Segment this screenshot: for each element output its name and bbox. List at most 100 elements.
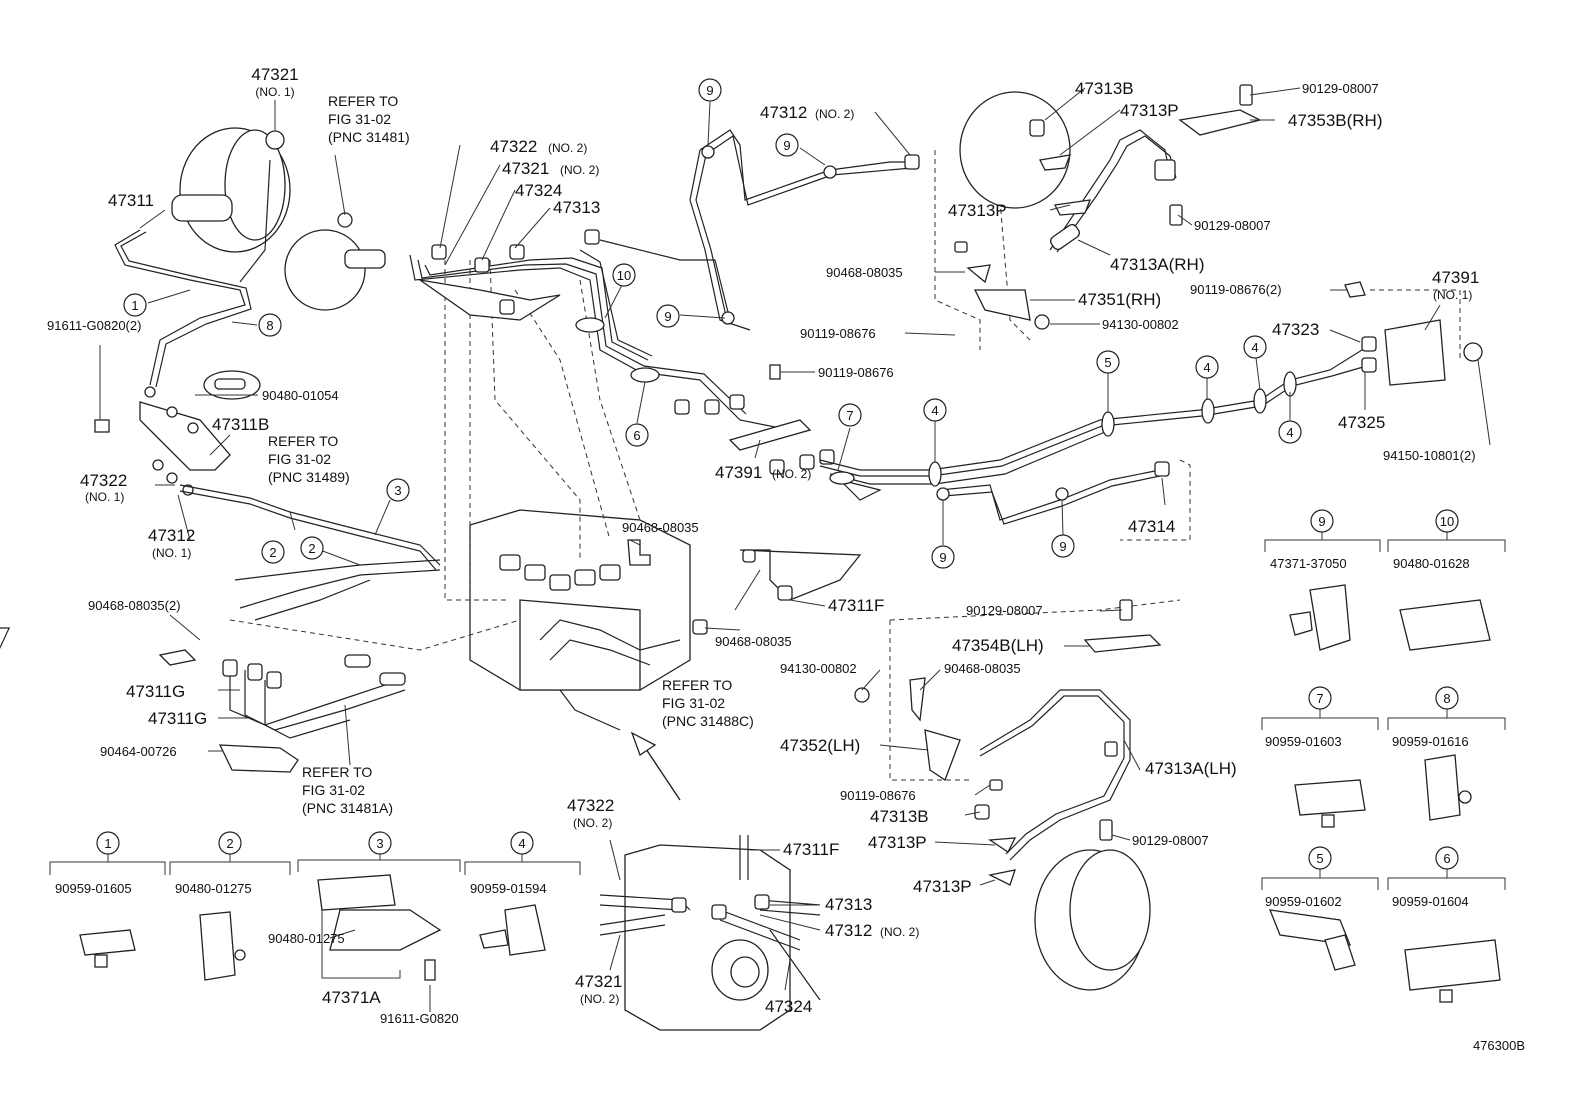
label-47312-no2: 47312 (760, 103, 807, 122)
main-rear-tubes (819, 336, 1377, 525)
brake-booster-assembly (171, 127, 386, 311)
label-47313a-lh: 47313A(LH) (1145, 759, 1237, 778)
tube-47312-no1 (179, 484, 441, 621)
label-47324: 47324 (515, 181, 562, 200)
svg-text:90959-01602: 90959-01602 (1265, 894, 1342, 909)
svg-text:10: 10 (617, 268, 631, 283)
label-47312-no1: 47312 (148, 526, 195, 545)
label-47311g-a: 47311G (126, 682, 185, 701)
refer-31481-line1: REFER TO (328, 93, 398, 109)
callout-6: 6 (625, 423, 649, 447)
svg-text:90959-01603: 90959-01603 (1265, 734, 1342, 749)
abs-actuator-assembly (469, 509, 691, 731)
svg-text:9: 9 (939, 550, 946, 565)
label-47322-no2: 47322 (490, 137, 537, 156)
label-90129-08007-d: 90129-08007 (1132, 833, 1209, 848)
part-labels: 47321 (NO. 1) REFER TO FIG 31-02 (PNC 31… (47, 65, 1525, 1053)
label-90480-01275-inset3: 90480-01275 (268, 931, 345, 946)
inset-header-3: 3 (368, 831, 392, 855)
label-90464-00726: 90464-00726 (100, 744, 177, 759)
inset-header-7: 7 90959-01603 (1265, 686, 1342, 749)
svg-text:5: 5 (1104, 355, 1111, 370)
refer-31488c-line2: FIG 31-02 (662, 695, 725, 711)
label-47322-no1: 47322 (80, 471, 127, 490)
tube-47311g (0, 627, 406, 739)
svg-text:8: 8 (1443, 691, 1450, 706)
label-90119-08676-c: 90119-08676 (840, 788, 916, 803)
refer-31488c-line1: REFER TO (662, 677, 732, 693)
svg-text:1: 1 (104, 836, 111, 851)
refer-31481a-line2: FIG 31-02 (302, 782, 365, 798)
dashed-guides-right (889, 150, 1461, 781)
label-47311: 47311 (108, 191, 154, 210)
label-47313p-lh2: 47313P (913, 877, 972, 896)
callout-8: 8 (258, 313, 282, 337)
label-47351-rh: 47351(RH) (1078, 290, 1161, 309)
svg-text:10: 10 (1440, 514, 1454, 529)
svg-text:5: 5 (1316, 851, 1323, 866)
rh-brake-drum (959, 84, 1262, 253)
label-abs-47313: 47313 (825, 895, 872, 914)
refer-31481a-line1: REFER TO (302, 764, 372, 780)
label-47313p-rh2: 47313P (948, 201, 1007, 220)
refer-31481a-line3: (PNC 31481A) (302, 800, 393, 816)
inset-clamp-6 (1387, 868, 1506, 1003)
svg-text:90959-01605: 90959-01605 (55, 881, 132, 896)
svg-text:4: 4 (1286, 425, 1293, 440)
svg-text:3: 3 (376, 836, 383, 851)
label-47313b-rh: 47313B (1075, 79, 1134, 98)
label-90129-08007-b: 90129-08007 (1194, 218, 1271, 233)
clip-90464-00726 (218, 744, 299, 773)
callout-2a: 2 (261, 540, 285, 564)
svg-text:90480-01275: 90480-01275 (175, 881, 252, 896)
inset-header-6: 6 90959-01604 (1392, 846, 1469, 909)
label-47322-no2-sub: (NO. 2) (548, 141, 587, 155)
label-90480-01054: 90480-01054 (262, 388, 339, 403)
inset-header-4: 4 90959-01594 (470, 831, 547, 896)
label-47311g-b: 47311G (148, 709, 207, 728)
label-90119-08676-2: 90119-08676(2) (1190, 282, 1282, 297)
label-abs-47312-sub: (NO. 2) (880, 925, 919, 939)
label-47313b-lh: 47313B (870, 807, 929, 826)
bracket-47311b (94, 370, 261, 496)
inset-clamp-8 (1387, 708, 1506, 821)
label-abs-47321: 47321 (575, 972, 622, 991)
label-47353b-rh: 47353B(RH) (1288, 111, 1383, 130)
label-94130-00802-b: 94130-00802 (780, 661, 857, 676)
svg-text:90959-01616: 90959-01616 (1392, 734, 1469, 749)
callout-4c: 4 (1243, 335, 1267, 359)
callout-1: 1 (123, 293, 147, 317)
svg-text:2: 2 (308, 541, 315, 556)
inset-header-1: 1 90959-01605 (55, 831, 132, 896)
label-47312-no1-sub: (NO. 1) (152, 546, 191, 560)
tube-47311 (114, 159, 271, 388)
label-47313p-rh: 47313P (1120, 101, 1179, 120)
label-abs-47322: 47322 (567, 796, 614, 815)
svg-text:4: 4 (1203, 360, 1210, 375)
svg-text:90959-01604: 90959-01604 (1392, 894, 1469, 909)
svg-text:6: 6 (1443, 851, 1450, 866)
callout-5: 5 (1096, 350, 1120, 374)
svg-text:4: 4 (518, 836, 525, 851)
label-abs-47311f: 47311F (783, 840, 839, 859)
callout-3: 3 (386, 478, 410, 502)
label-47354b-lh: 47354B(LH) (952, 636, 1044, 655)
label-47391-no1: 47391 (1432, 268, 1479, 287)
callout-circles: 1 8 3 2 2 9 9 9 10 6 7 4 5 4 4 4 9 9 (123, 78, 1302, 569)
svg-text:4: 4 (1251, 340, 1258, 355)
inset-header-8: 8 90959-01616 (1392, 686, 1469, 749)
svg-text:7: 7 (846, 408, 853, 423)
label-abs-47324: 47324 (765, 997, 812, 1016)
inset-clamp-2 (169, 852, 291, 981)
label-91611-g0820-2: 91611-G0820(2) (47, 318, 141, 333)
label-90129-08007-c: 90129-08007 (966, 603, 1043, 618)
label-47325: 47325 (1338, 413, 1385, 432)
refer-31489-line2: FIG 31-02 (268, 451, 331, 467)
svg-text:47371-37050: 47371-37050 (1270, 556, 1347, 571)
callout-9a: 9 (698, 78, 722, 102)
callout-9b: 9 (775, 133, 799, 157)
inset-clamp-1 (49, 852, 166, 968)
svg-text:9: 9 (706, 83, 713, 98)
refer-31481-line2: FIG 31-02 (328, 111, 391, 127)
label-91611-g0820: 91611-G0820 (380, 1011, 459, 1026)
